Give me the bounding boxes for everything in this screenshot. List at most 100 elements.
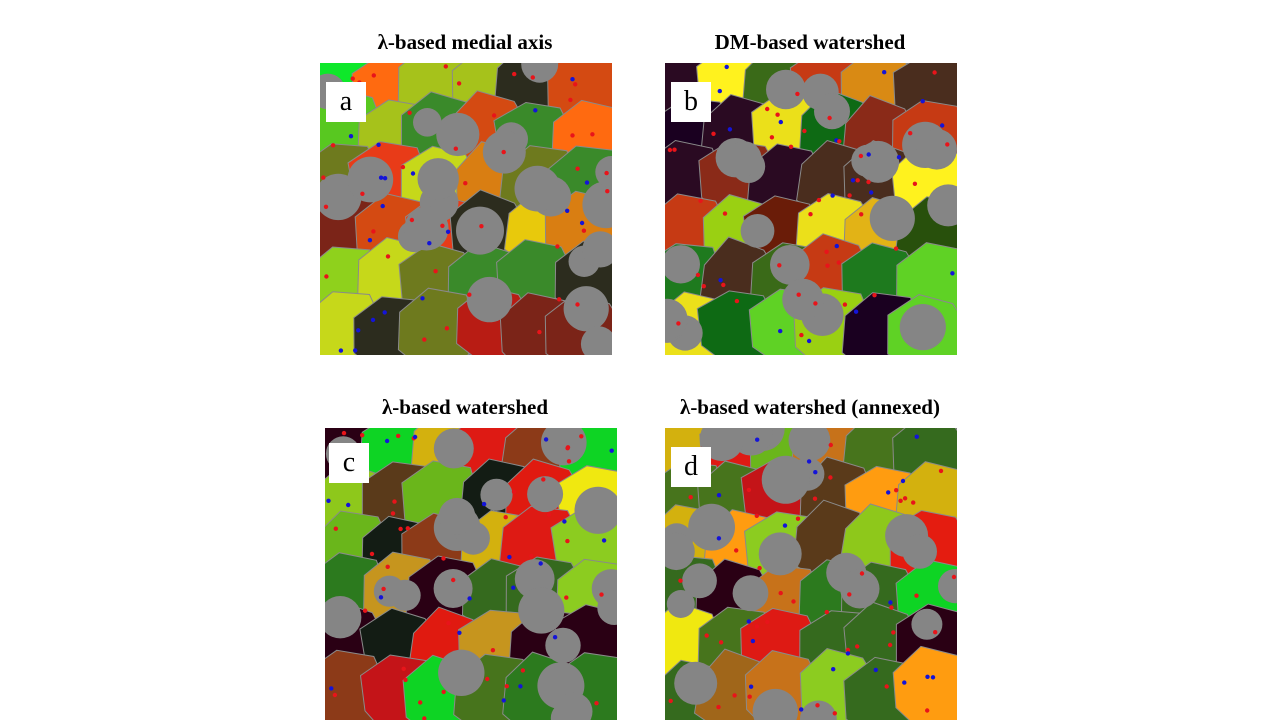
grain-circle — [899, 304, 946, 351]
center-dot — [609, 448, 614, 453]
boundary-dot — [695, 272, 701, 278]
grain-circle — [758, 532, 802, 576]
boundary-dot — [775, 112, 780, 117]
grain-circle — [563, 286, 609, 332]
boundary-dot — [504, 684, 509, 689]
center-dot — [533, 108, 538, 113]
boundary-dot — [371, 229, 376, 234]
boundary-dot — [858, 153, 864, 159]
center-dot — [830, 193, 835, 198]
grain-circle — [761, 455, 810, 504]
boundary-dot — [722, 211, 728, 216]
panel-a-image — [320, 63, 612, 355]
boundary-dot — [401, 666, 406, 671]
grain-circle — [682, 563, 717, 599]
center-dot — [806, 459, 812, 464]
grain-circle — [665, 245, 700, 284]
center-dot — [799, 707, 804, 712]
boundary-dot — [891, 630, 896, 635]
boundary-dot — [390, 511, 396, 516]
grain-circle — [766, 69, 806, 110]
grain-circle — [916, 129, 957, 170]
center-dot — [716, 536, 722, 541]
grain-circle — [389, 579, 421, 611]
grain-circle — [325, 596, 362, 639]
boundary-dot — [467, 292, 472, 297]
grain-circle — [740, 214, 775, 248]
center-dot — [579, 220, 585, 226]
panel-a-title: λ-based medial axis — [377, 30, 553, 54]
boundary-dot — [446, 620, 451, 626]
center-dot — [950, 271, 955, 276]
boundary-dot — [894, 488, 899, 493]
grain-circle — [518, 587, 565, 634]
center-dot — [370, 317, 376, 323]
boundary-dot — [599, 592, 604, 597]
center-dot — [427, 241, 432, 246]
grain-circle — [433, 428, 474, 469]
center-dot — [376, 142, 381, 147]
center-dot — [367, 238, 373, 243]
grain-circle — [527, 476, 564, 513]
center-dot — [727, 127, 733, 132]
center-dot — [850, 178, 856, 183]
boundary-dot — [566, 459, 572, 464]
center-dot — [543, 437, 549, 442]
boundary-dot — [796, 292, 801, 297]
boundary-dot — [321, 175, 326, 180]
boundary-dot — [938, 468, 944, 474]
grain-circle — [732, 575, 769, 612]
segmentation-mosaic — [320, 63, 612, 355]
boundary-dot — [541, 477, 546, 482]
boundary-dot — [754, 624, 760, 629]
grain-circle — [438, 649, 485, 696]
center-dot — [806, 338, 812, 344]
boundary-dot — [845, 647, 851, 653]
boundary-dot — [564, 595, 569, 600]
boundary-dot — [443, 64, 448, 69]
center-dot — [348, 134, 354, 139]
boundary-dot — [778, 590, 783, 596]
center-dot — [353, 348, 358, 353]
grain-circle — [582, 231, 612, 268]
center-dot — [356, 328, 361, 333]
boundary-dot — [887, 642, 893, 648]
boundary-dot — [479, 224, 484, 229]
boundary-dot — [836, 260, 841, 265]
boundary-dot — [711, 131, 716, 136]
center-dot — [853, 309, 859, 314]
center-dot — [716, 493, 722, 498]
boundary-dot — [503, 515, 508, 520]
boundary-dot — [754, 513, 759, 518]
center-dot — [457, 630, 462, 635]
boundary-dot — [824, 249, 829, 254]
boundary-dot — [872, 293, 877, 298]
boundary-dot — [422, 716, 427, 720]
center-dot — [873, 667, 878, 673]
center-dot — [507, 554, 512, 560]
boundary-dot — [491, 113, 497, 118]
panel-b-title: DM-based watershed — [714, 30, 906, 54]
boundary-dot — [802, 128, 807, 134]
center-dot — [845, 651, 851, 656]
boundary-dot — [815, 703, 820, 708]
center-dot — [718, 278, 723, 283]
boundary-dot — [396, 433, 401, 439]
grain-circle — [554, 692, 593, 720]
boundary-dot — [441, 556, 446, 561]
grain-circle — [665, 532, 695, 571]
grain-circle — [480, 478, 513, 511]
boundary-dot — [893, 246, 899, 251]
boundary-dot — [530, 75, 535, 80]
center-dot — [378, 175, 384, 180]
grain-circle — [417, 158, 459, 200]
boundary-dot — [575, 166, 580, 171]
grain-circle — [782, 278, 824, 321]
boundary-dot — [453, 146, 458, 151]
boundary-dot — [400, 164, 406, 170]
panel-d-title: λ-based watershed (annexed) — [680, 395, 940, 419]
boundary-dot — [747, 694, 752, 699]
boundary-dot — [932, 70, 937, 75]
grain-circle — [456, 206, 504, 255]
boundary-dot — [490, 648, 496, 653]
